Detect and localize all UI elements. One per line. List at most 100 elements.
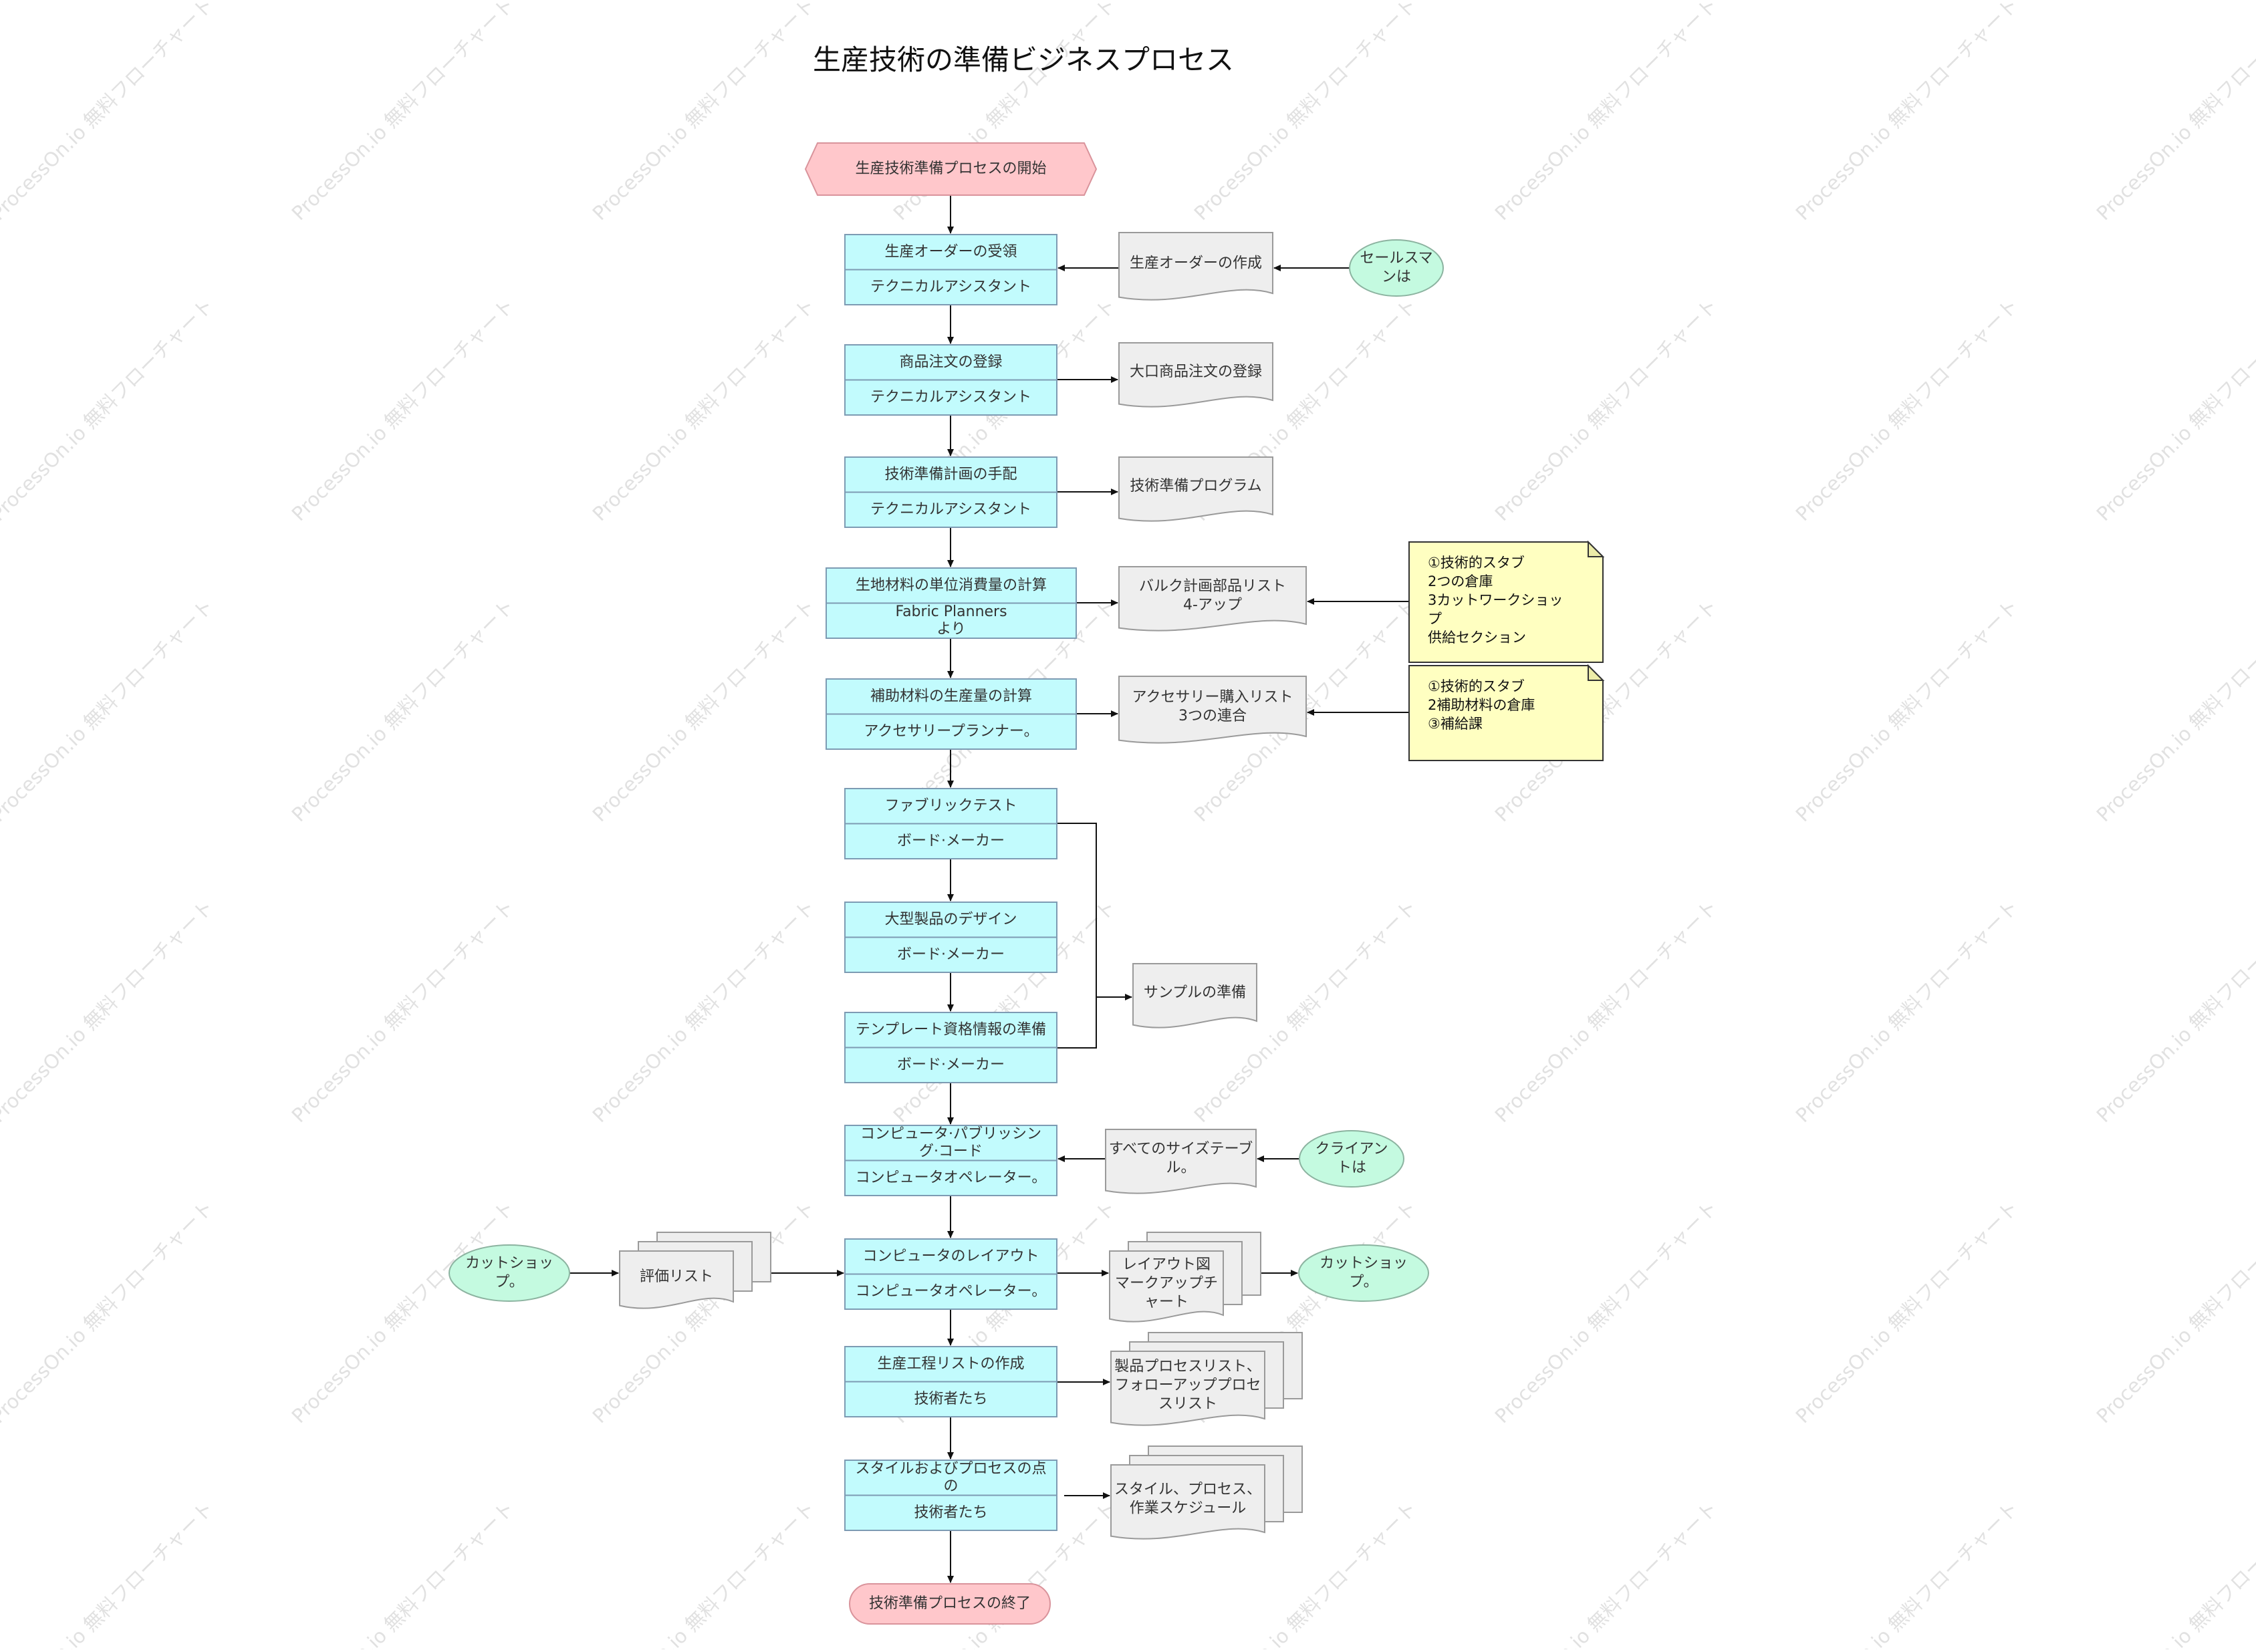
watermark-24: ProcessOn.io 無料フローチャート	[2092, 595, 2256, 827]
entity-shape	[449, 1244, 570, 1302]
document-schedule[interactable]: スタイル、プロセス、作業スケジュール	[1110, 1446, 1303, 1540]
node-layer: 生産オーダーの受領テクニカルアシスタント商品注文の登録テクニカルアシスタント技術…	[449, 142, 1605, 1625]
document-shape	[1110, 1464, 1265, 1540]
process-task-label: の	[943, 1478, 958, 1494]
watermark-6: ProcessOn.io 無料フローチャート	[1491, 0, 1723, 225]
watermark-23: ProcessOn.io 無料フローチャート	[1791, 595, 2023, 827]
start-shape	[804, 142, 1098, 196]
process-task-label: グ·コード	[919, 1143, 983, 1159]
end-terminal[interactable]: 技術準備プロセスの終了	[849, 1583, 1051, 1625]
watermark-31: ProcessOn.io 無料フローチャート	[1791, 896, 2023, 1127]
process-role-label: ボード·メーカー	[897, 833, 1005, 849]
note-shape	[1408, 541, 1604, 663]
document-shape	[1132, 963, 1257, 1028]
process-role-label: コンピュータオペレーター。	[856, 1169, 1047, 1186]
document-shape	[1109, 1250, 1224, 1323]
document-label-line-1: アクセサリー購入リスト	[1132, 689, 1293, 706]
process-task-label: スタイルおよびプロセスの点	[855, 1460, 1046, 1477]
document-accessory-list[interactable]: アクセサリー購入リスト 3つの連合	[1118, 676, 1307, 744]
note-line-5: 供給セクション	[1428, 630, 1526, 646]
document-label-line-3: ャート	[1144, 1294, 1188, 1311]
process-role-label: コンピュータオペレーター。	[856, 1283, 1047, 1300]
document-shape	[1118, 342, 1273, 408]
document-evaluation[interactable]: 評価リスト	[619, 1232, 771, 1309]
end-label: 技術準備プロセスの終了	[869, 1595, 1031, 1612]
entity-shape	[1298, 1244, 1429, 1302]
watermark-3: ProcessOn.io 無料フローチャート	[588, 0, 820, 225]
document-production-order[interactable]: 生産オーダーの作成	[1118, 232, 1273, 301]
process-role-label: ボード·メーカー	[897, 1057, 1005, 1073]
note-line-3: 3カットワークショッ	[1428, 592, 1563, 608]
entity-label-line-2: プ。	[495, 1274, 523, 1290]
document-label: 技術準備プログラム	[1130, 478, 1261, 495]
document-label: 評価リスト	[640, 1268, 713, 1285]
document-label: 大口商品注文の登録	[1130, 364, 1262, 380]
watermark-48: ProcessOn.io 無料フローチャート	[2092, 1497, 2256, 1649]
connector-layer	[570, 195, 1409, 1583]
document-tech-program[interactable]: 技術準備プログラム	[1118, 456, 1273, 522]
process-role-label: ボード·メーカー	[897, 946, 1005, 963]
process-task-label: 生地材料の単位消費量の計算	[856, 577, 1047, 593]
process-role-label: テクニカルアシスタント	[870, 279, 1031, 295]
document-label-line-2: 4-アップ	[1183, 597, 1242, 613]
document-bulk-order[interactable]: 大口商品注文の登録	[1118, 342, 1273, 408]
document-label-line-2: マークアップチ	[1115, 1275, 1218, 1292]
document-label-line-2: 3つの連合	[1178, 708, 1247, 724]
diagram-title: 生産技術の準備ビジネスプロセス	[813, 43, 1234, 76]
document-shape	[1105, 1129, 1257, 1194]
document-label-line-2: ル。	[1166, 1159, 1195, 1176]
note-line-4: プ	[1428, 611, 1442, 627]
document-label-line-1: すべてのサイズテーブ	[1109, 1141, 1253, 1157]
document-shape	[1110, 1351, 1265, 1426]
watermark-14: ProcessOn.io 無料フローチャート	[1491, 294, 1723, 526]
watermark-19: ProcessOn.io 無料フローチャート	[588, 595, 820, 827]
document-sample[interactable]: サンプルの準備	[1132, 963, 1257, 1028]
process-task-label: ファブリックテスト	[884, 797, 1017, 814]
watermark-25: ProcessOn.io 無料フローチャート	[0, 896, 218, 1127]
entity-label-line-1: セールスマ	[1360, 250, 1432, 267]
process-task-label: コンピュータのレイアウト	[862, 1248, 1039, 1264]
watermark-16: ProcessOn.io 無料フローチャート	[2092, 294, 2256, 526]
entity-shape	[1349, 239, 1444, 297]
watermark-38: ProcessOn.io 無料フローチャート	[1491, 1196, 1723, 1428]
watermark-17: ProcessOn.io 無料フローチャート	[0, 595, 218, 827]
start-terminal[interactable]: 生産技術準備プロセスの開始	[804, 142, 1098, 196]
start-label: 生産技術準備プロセスの開始	[855, 160, 1046, 177]
watermark-39: ProcessOn.io 無料フローチャート	[1791, 1196, 2023, 1428]
entity-label-line-2: プ。	[1349, 1274, 1378, 1290]
document-label-line-1: スタイル、プロセス、	[1114, 1482, 1261, 1498]
entity-label-line-2: ンは	[1382, 269, 1411, 285]
process-role-label: テクニカルアシスタント	[870, 389, 1031, 406]
document-label-line-1: レイアウト図	[1122, 1256, 1211, 1273]
note-line-1: ①技術的スタブ	[1428, 555, 1525, 571]
watermark-2: ProcessOn.io 無料フローチャート	[287, 0, 519, 225]
process-role-label: テクニカルアシスタント	[870, 501, 1031, 518]
process-task-label: 生産工程リストの作成	[877, 1355, 1024, 1372]
note-line-3: ③補給課	[1428, 716, 1483, 732]
process-role-label: Fabric Planners	[895, 603, 1007, 620]
watermark-40: ProcessOn.io 無料フローチャート	[2092, 1196, 2256, 1428]
